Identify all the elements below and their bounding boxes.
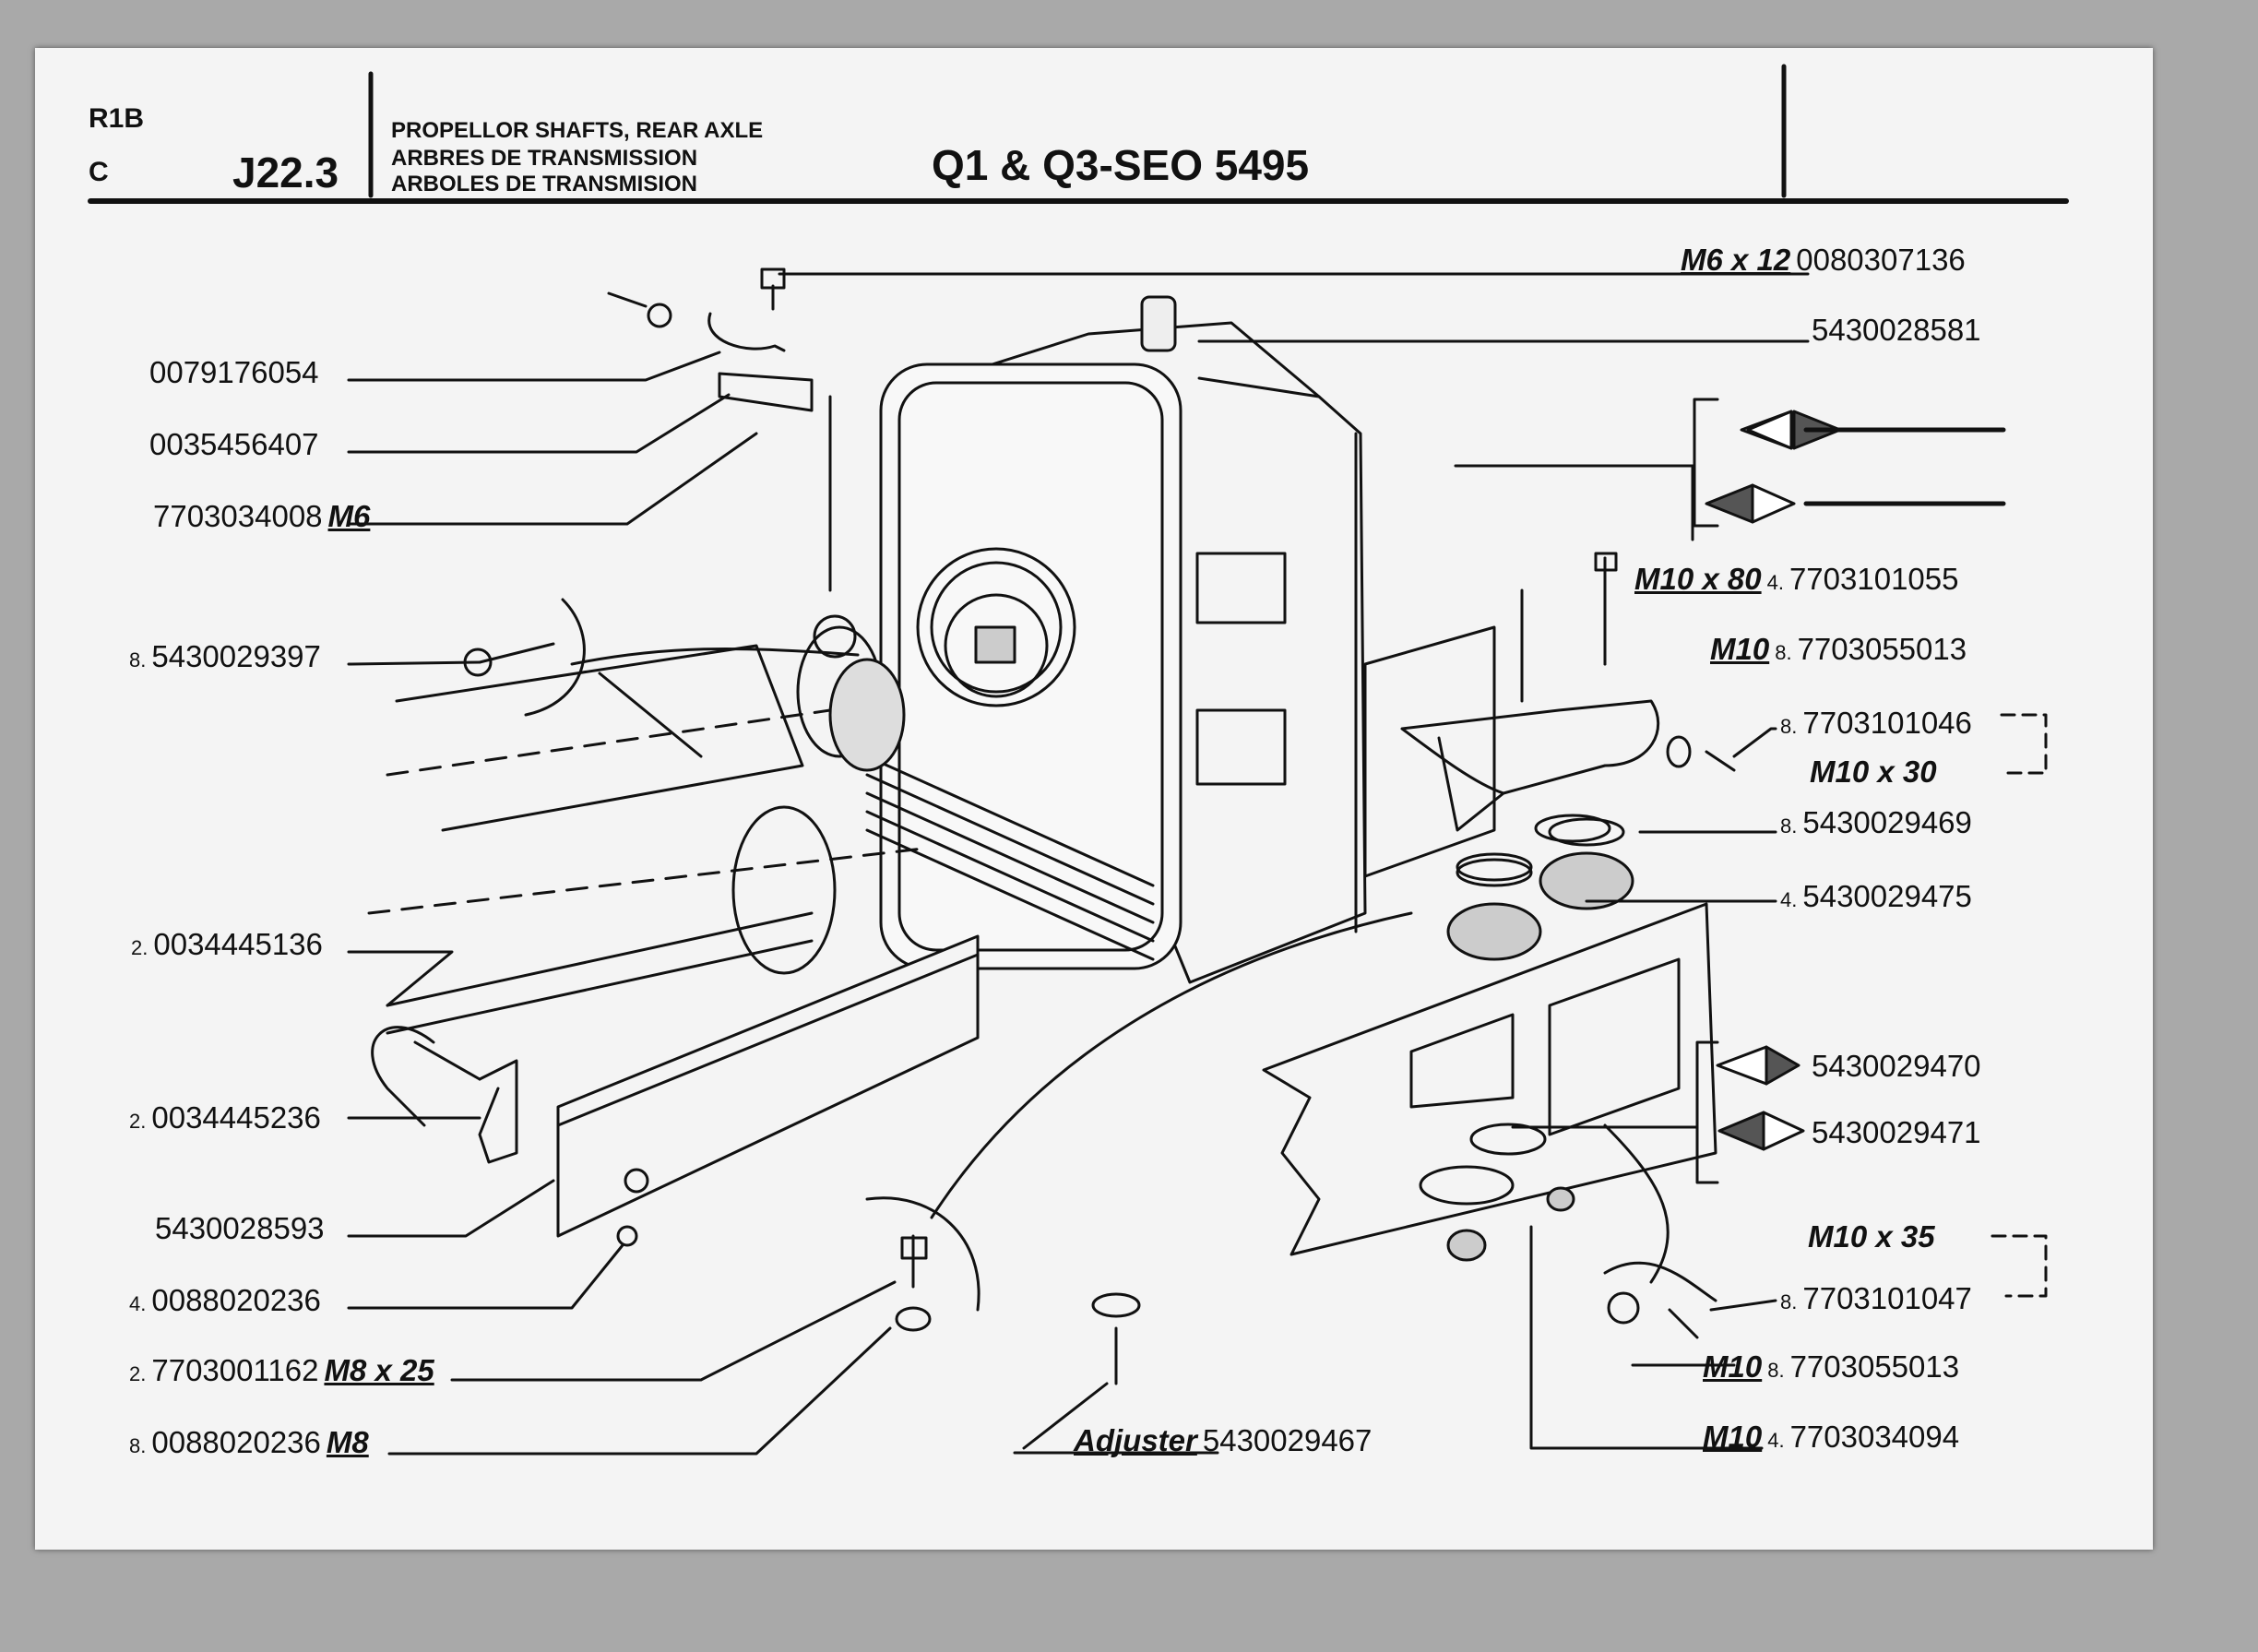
part-number: 7703101046 — [1802, 706, 1972, 740]
left-callout-5: 2.0034445136 — [131, 928, 323, 965]
adjuster-label: Adjuster — [1074, 1423, 1197, 1457]
left-callout-1: 0079176054 — [149, 356, 319, 389]
triangle-legend — [1705, 410, 2006, 1151]
part-number: 0034445236 — [151, 1100, 321, 1135]
part-number: 7703001162 — [151, 1353, 319, 1387]
part-number: 5430029467 — [1202, 1423, 1373, 1457]
clip-drawing — [371, 1026, 518, 1164]
thread-spec: M10 — [1703, 1349, 1763, 1384]
quantity: 4. — [129, 1292, 147, 1315]
part-number: 5430028581 — [1812, 313, 1981, 347]
thread-spec: M6 x 12 — [1681, 243, 1791, 277]
part-number: 5430029470 — [1812, 1049, 1981, 1083]
left-callout-6: 2.0034445236 — [129, 1101, 321, 1138]
right-callout-6: 8.5430029469 — [1780, 806, 1972, 843]
quantity: 8. — [1780, 1290, 1798, 1313]
quantity: 8. — [1780, 814, 1798, 838]
part-number: 5430029475 — [1802, 879, 1972, 913]
thread-spec: M10 — [1703, 1420, 1763, 1454]
part-number: 7703034094 — [1789, 1420, 1960, 1454]
title-line-es: ARBOLES DE TRANSMISION — [391, 172, 698, 196]
right-callout-10: 8.7703101047 — [1780, 1282, 1972, 1319]
transfer-box-drawing — [828, 295, 1367, 984]
page-ref: J22.3 — [232, 149, 339, 196]
shield-plate-drawing — [556, 934, 980, 1247]
right-callout-8: 5430029470 — [1812, 1050, 1981, 1083]
part-number: 7703034008 — [153, 499, 323, 533]
title-line-en: PROPELLOR SHAFTS, REAR AXLE — [391, 118, 764, 143]
code-bottom: C — [89, 157, 109, 187]
left-callout-8: 4.0088020236 — [129, 1284, 321, 1321]
quantity: 8. — [1767, 1359, 1785, 1382]
quantity: 8. — [129, 1434, 147, 1457]
part-number: 0034445136 — [153, 927, 323, 961]
propeller-shaft-drawing — [367, 614, 924, 1035]
quantity: 8. — [1775, 641, 1792, 664]
quantity: 8. — [1780, 715, 1798, 738]
left-callout-7: 5430028593 — [155, 1212, 325, 1245]
page-title: Q1 & Q3-SEO 5495 — [932, 141, 1310, 189]
part-number: 7703055013 — [1789, 1349, 1960, 1384]
bracket-spec-upper: M10 x 30 — [1810, 755, 1937, 789]
right-callout-2: 5430028581 — [1812, 314, 1981, 347]
part-number: 0079176054 — [149, 355, 319, 389]
thread-spec: M6 — [327, 499, 371, 533]
code-top: R1B — [89, 103, 145, 134]
part-number: 0035456407 — [149, 427, 319, 461]
part-number: 7703055013 — [1797, 632, 1967, 666]
quantity: 4. — [1780, 888, 1798, 911]
left-callout-4: 8.5430029397 — [129, 640, 321, 677]
part-number: 5430029397 — [151, 639, 321, 673]
right-callout-5: 8.7703101046 — [1780, 707, 1972, 743]
thread-spec: M10 x 80 — [1634, 562, 1762, 596]
part-number: 0088020236 — [151, 1425, 321, 1459]
quantity: 8. — [129, 648, 147, 671]
part-number: 0080307136 — [1796, 243, 1966, 277]
part-number: 7703101055 — [1789, 562, 1959, 596]
part-number: 5430028593 — [155, 1211, 325, 1245]
title-line-fr: ARBRES DE TRANSMISSION — [391, 146, 698, 171]
right-callout-7: 4.5430029475 — [1780, 880, 1972, 917]
quantity: 4. — [1767, 1429, 1785, 1452]
thread-spec: M10 — [1710, 632, 1770, 666]
part-number: 0088020236 — [151, 1283, 321, 1317]
fasteners-drawing — [463, 267, 1736, 1385]
thread-spec: M8 x 25 — [324, 1353, 434, 1387]
quantity: 2. — [131, 936, 149, 959]
part-number: 5430029471 — [1812, 1115, 1981, 1149]
part-number: 5430029469 — [1802, 805, 1972, 839]
quantity: 2. — [129, 1110, 147, 1133]
quantity: 2. — [129, 1362, 147, 1385]
right-callout-9: 5430029471 — [1812, 1116, 1981, 1149]
bracket-spec-lower: M10 x 35 — [1808, 1219, 1935, 1254]
thread-spec: M8 — [326, 1425, 369, 1459]
part-number: 7703101047 — [1802, 1281, 1972, 1315]
bracket-drawing — [1262, 556, 1717, 1262]
quantity: 4. — [1766, 571, 1784, 594]
left-callout-2: 0035456407 — [149, 428, 319, 461]
